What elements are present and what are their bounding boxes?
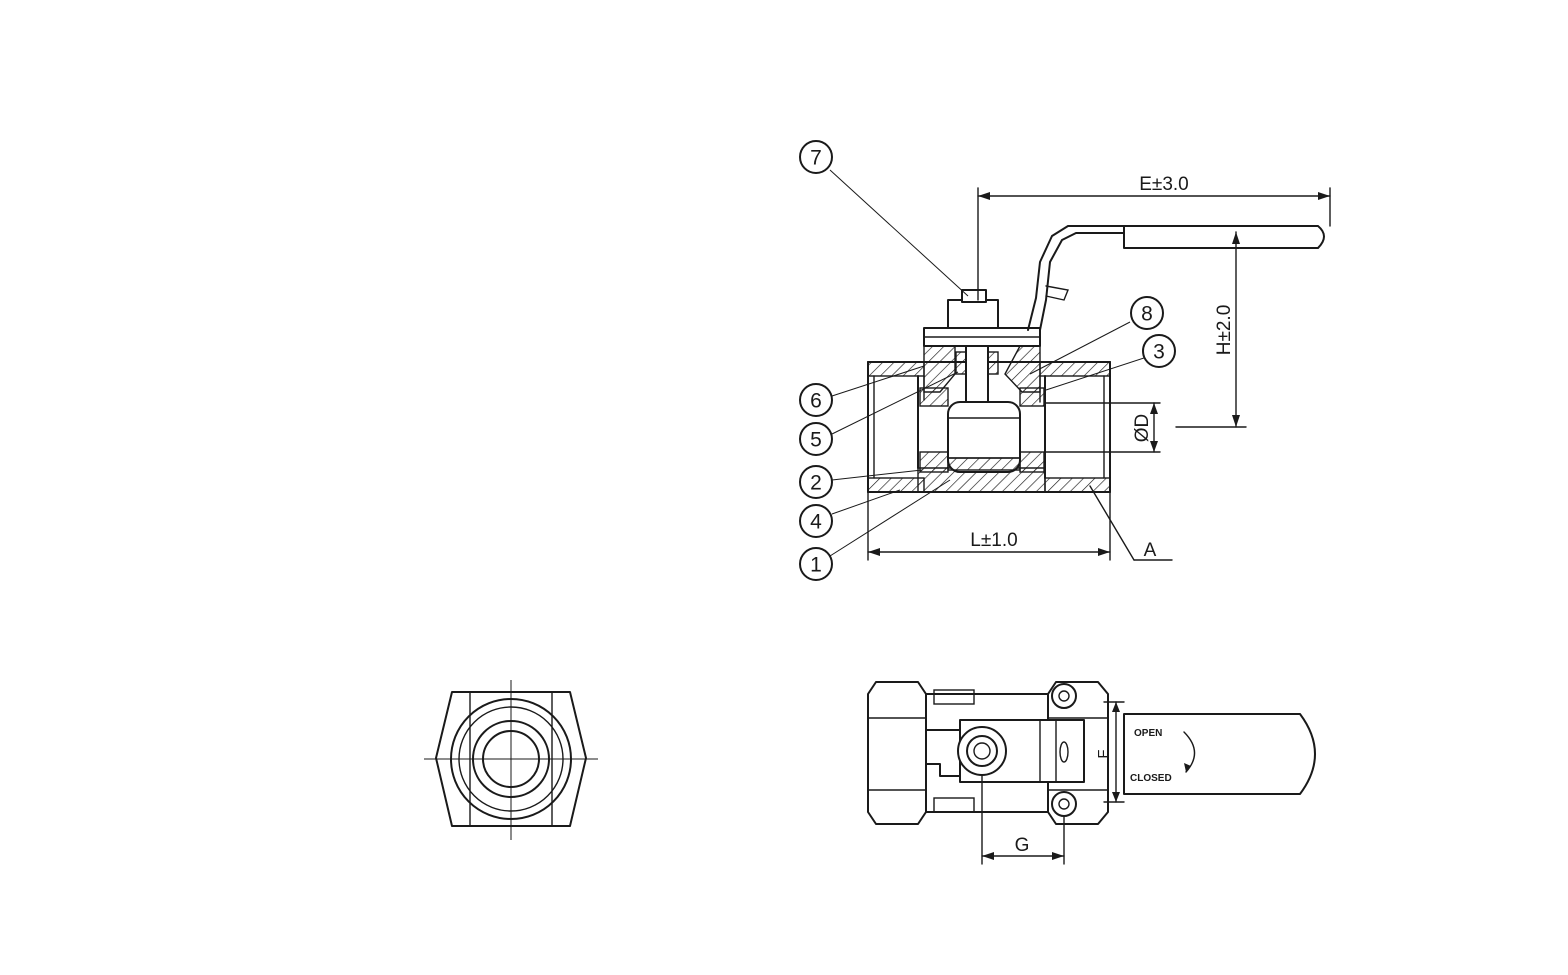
end-view xyxy=(424,680,598,840)
dimension-d-label: ØD xyxy=(1132,414,1153,443)
callout-1: 1 xyxy=(799,547,833,581)
callout-5-label: 5 xyxy=(810,429,822,452)
callout-8: 8 xyxy=(1130,296,1164,330)
leader-a-label: A xyxy=(1144,540,1157,561)
callout-2: 2 xyxy=(799,465,833,499)
callout-1-label: 1 xyxy=(810,554,822,577)
stem xyxy=(955,345,999,407)
dimension-g-label: G xyxy=(1015,835,1030,856)
dimension-e-label: E±3.0 xyxy=(1139,174,1189,195)
callout-4-label: 4 xyxy=(810,511,822,534)
ball xyxy=(947,401,1021,473)
callout-7: 7 xyxy=(799,140,833,174)
dimension-h-label: H±2.0 xyxy=(1214,305,1235,356)
dimension-l: L±1.0 xyxy=(867,491,1111,561)
bonnet-neck xyxy=(923,289,1041,393)
callout-5: 5 xyxy=(799,422,833,456)
top-view: F OPEN CLOSED G xyxy=(867,681,1316,865)
dimension-e: E±3.0 xyxy=(977,174,1331,301)
closed-label: CLOSED xyxy=(1130,773,1172,784)
callout-8-label: 8 xyxy=(1141,303,1153,326)
callout-3-label: 3 xyxy=(1153,341,1165,364)
callout-3: 3 xyxy=(1142,334,1176,368)
dimension-d: ØD xyxy=(1045,402,1161,453)
callout-4: 4 xyxy=(799,504,833,538)
handle xyxy=(1027,225,1325,331)
callout-leaders xyxy=(829,169,1145,557)
callout-6-label: 6 xyxy=(810,390,822,413)
dimension-l-label: L±1.0 xyxy=(970,530,1017,551)
callout-6: 6 xyxy=(799,383,833,417)
dimension-f-label: F xyxy=(1095,749,1112,758)
section-view: E±3.0 H±2.0 ØD L±1.0 xyxy=(799,140,1331,581)
callout-7-label: 7 xyxy=(810,147,822,170)
dimension-h: H±2.0 xyxy=(1175,231,1247,428)
open-label: OPEN xyxy=(1134,728,1162,739)
seats xyxy=(919,387,1045,473)
leader-a: A xyxy=(1089,485,1173,561)
callout-2-label: 2 xyxy=(810,472,822,495)
